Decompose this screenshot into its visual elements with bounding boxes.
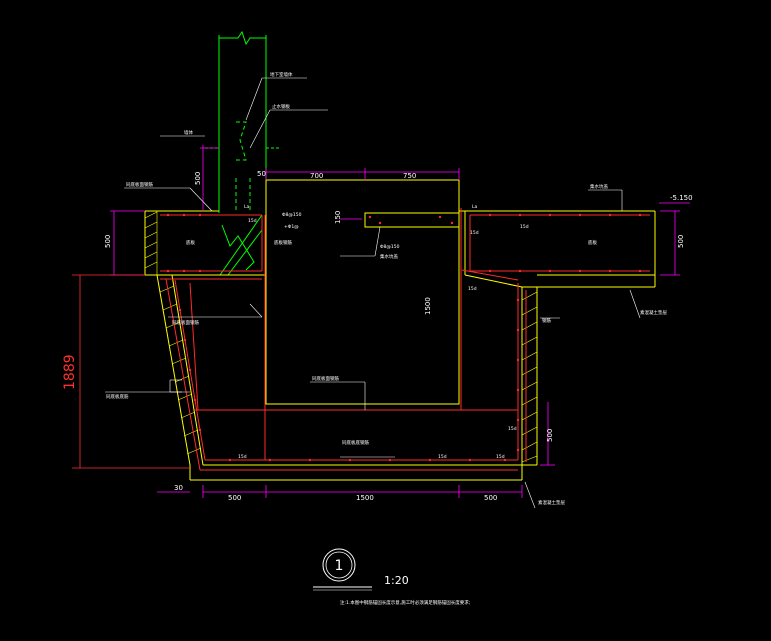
dim-150: 150: [334, 211, 342, 224]
note-slab-right: 底板: [588, 239, 597, 246]
dim-bottom-500-left: 500: [228, 494, 241, 502]
rebar-dots: [166, 213, 642, 462]
note-rebar-b: Φ8@150: [380, 244, 400, 250]
note-rebar-a2: +Φ1@: [284, 224, 299, 230]
d15-g: 15d: [496, 454, 505, 460]
dim-left-500: 500: [104, 235, 112, 248]
detail-callout: 1 1:20 注:1.本图中钢筋锚固长度示意,施工时必须满足钢筋锚固长度要求;: [313, 548, 470, 606]
note-wall: 地下室墙体: [270, 71, 293, 78]
hatch-right: [521, 291, 538, 463]
note-col: 墙体: [184, 129, 193, 136]
note-slab-left: 底板: [186, 239, 195, 246]
dim-right-500-lower: 500: [546, 429, 554, 442]
rebar: [160, 208, 650, 471]
d15-b: 15d: [470, 230, 479, 236]
note-right-3: 素混凝土垫层: [538, 499, 565, 506]
concrete-outline: [144, 179, 656, 481]
note-left-3: 同底板底筋: [106, 393, 129, 400]
level-mark: -5.150: [670, 194, 693, 202]
dim-50: 50: [257, 170, 266, 178]
upper-wall: [205, 30, 280, 276]
note-cover: 集水坑盖: [380, 253, 398, 260]
dim-depth-1889: 1889: [62, 354, 78, 390]
footnote: 注:1.本图中钢筋锚固长度示意,施工时必须满足钢筋锚固长度要求;: [340, 599, 470, 606]
note-rebar-a: Φ8@150: [282, 212, 302, 218]
dim-1500-v: 1500: [424, 297, 432, 315]
dim-750: 750: [403, 172, 416, 180]
note-right-2: 素混凝土垫层: [640, 309, 667, 316]
d15-a: 15d: [248, 218, 257, 224]
note-bottom: 同底板底钢筋: [342, 439, 369, 446]
anchorage-labels: 15d 15d 15d 15d 15d 15d 15d 15d: [238, 218, 529, 460]
d15-c: 15d: [520, 224, 529, 230]
dim-700: 700: [310, 172, 323, 180]
dim-left-500-top: 500: [194, 172, 202, 185]
detail-scale: 1:20: [384, 574, 409, 587]
note-top-right: 集水坑盖: [590, 183, 608, 190]
depth-dimension: [72, 274, 190, 469]
note-mid: 同底板面钢筋: [312, 375, 339, 382]
note-col-right: 钢筋: [542, 317, 551, 324]
note-left-1: 同底板面钢筋: [126, 181, 153, 188]
leader-lines: [105, 77, 641, 509]
la-label-1: La: [244, 204, 250, 210]
dim-right-500: 500: [677, 235, 685, 248]
dimension-lines: [110, 145, 690, 498]
dim-bottom-1500: 1500: [356, 494, 374, 502]
d15-f: 15d: [438, 454, 447, 460]
hatch-left: [144, 211, 158, 275]
d15-h: 15d: [508, 426, 517, 432]
dim-bottom-500-right: 500: [484, 494, 497, 502]
note-waterstop: 止水钢板: [272, 103, 290, 110]
hatch-left-slope: [159, 285, 202, 455]
dim-30: 30: [174, 484, 183, 492]
la-label-2: La: [472, 204, 478, 210]
note-rebar-b2: 底板钢筋: [274, 239, 292, 246]
d15-e: 15d: [238, 454, 247, 460]
d15-d: 15d: [468, 286, 477, 292]
detail-number: 1: [335, 558, 344, 574]
note-left-2: 同底板面钢筋: [172, 319, 199, 326]
